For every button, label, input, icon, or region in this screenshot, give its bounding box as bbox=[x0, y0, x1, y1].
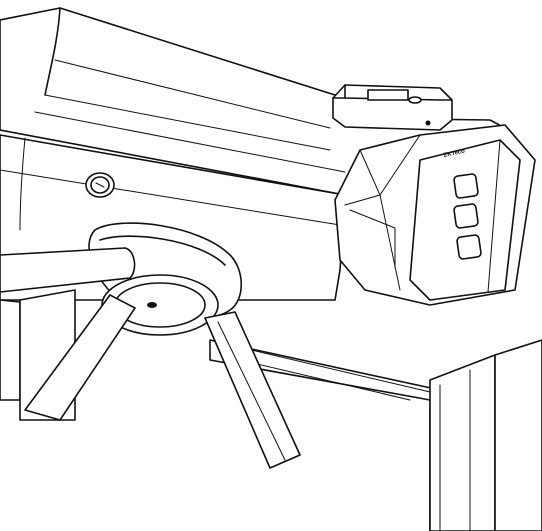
tripod-arm-3 bbox=[204, 311, 301, 469]
control-button-1 bbox=[453, 173, 479, 199]
tripod-arms bbox=[0, 247, 301, 469]
control-button-3 bbox=[456, 234, 482, 260]
control-button-2 bbox=[453, 203, 479, 229]
brand-logo: ZKTeco bbox=[443, 149, 466, 159]
control-buttons bbox=[453, 173, 482, 260]
tripod-arm-1 bbox=[0, 247, 136, 293]
rotor-hub bbox=[88, 222, 242, 336]
key-lock bbox=[85, 172, 115, 198]
card-reader-module bbox=[332, 84, 453, 131]
control-head: ZKTeco bbox=[334, 124, 536, 306]
tripod-arm-2 bbox=[24, 294, 136, 421]
led-indicator bbox=[425, 120, 431, 126]
